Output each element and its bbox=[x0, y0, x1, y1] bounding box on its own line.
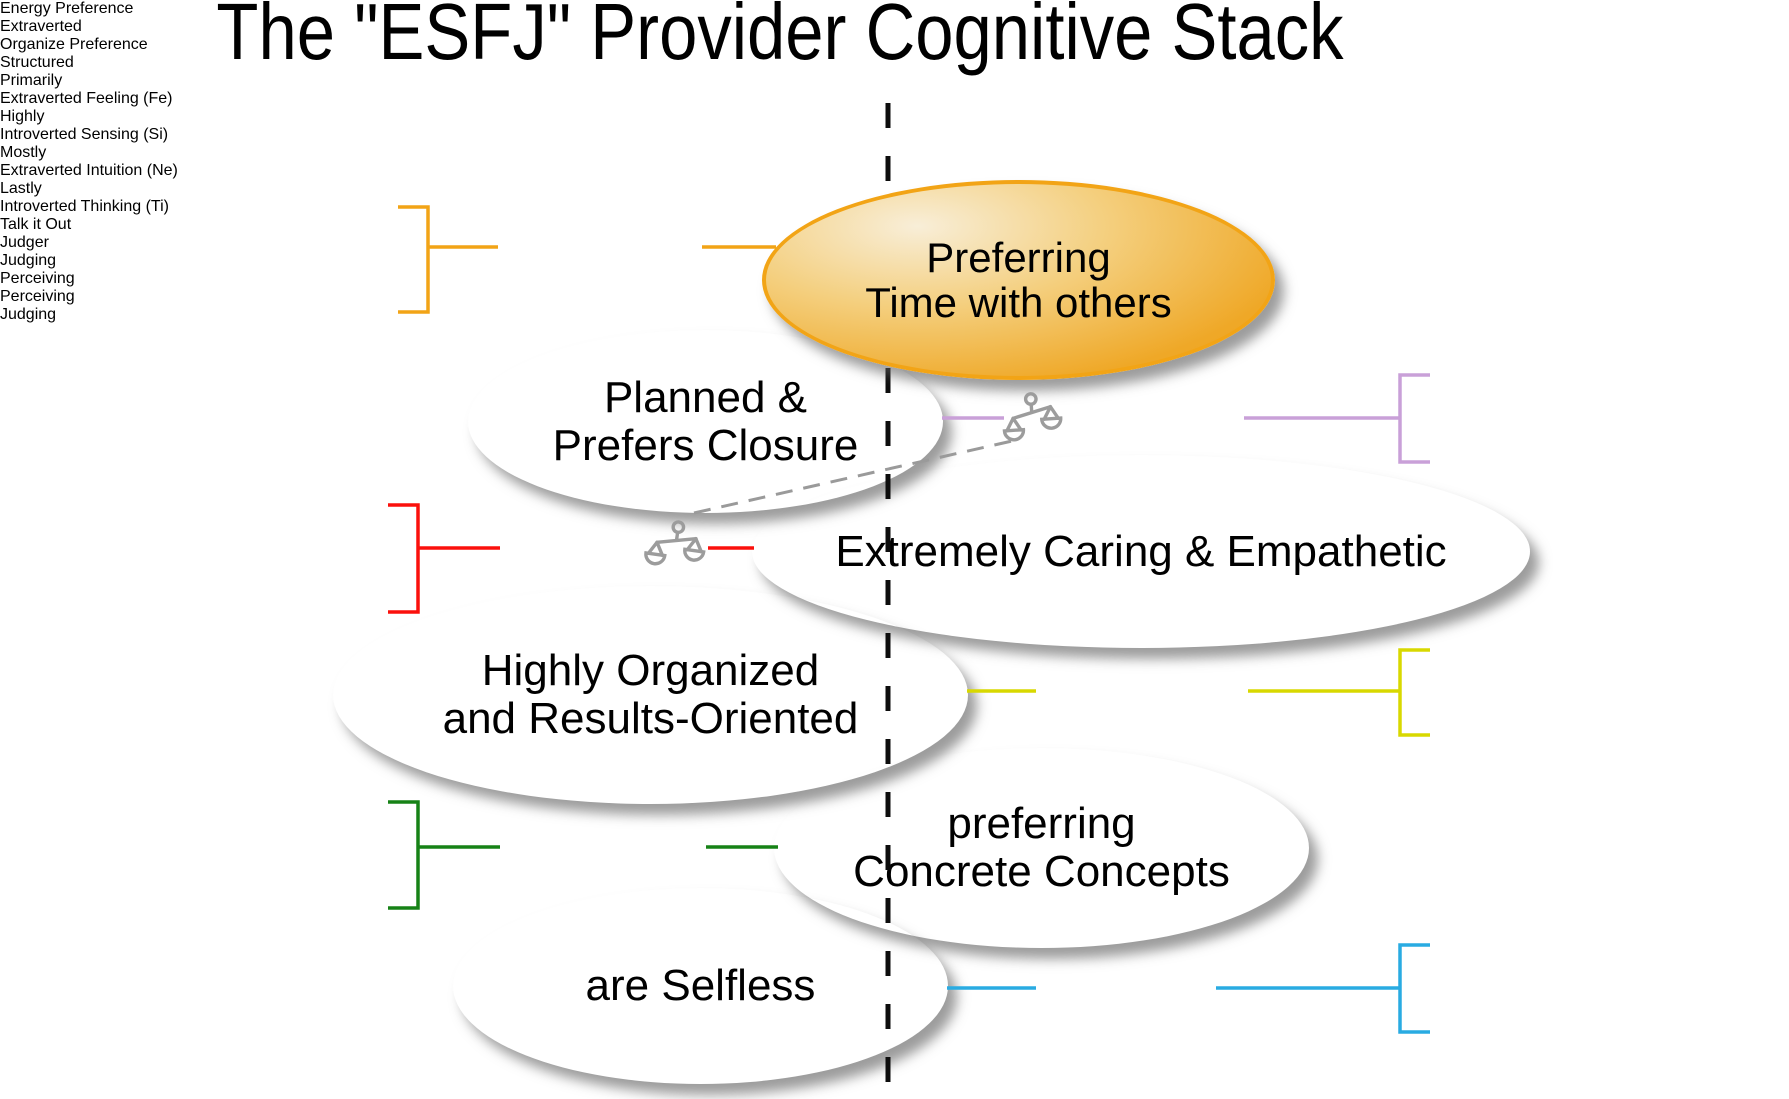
label-subtitle: Extraverted Feeling (Fe) bbox=[0, 90, 173, 107]
label-lastly-ti: Lastly Introverted Thinking (Ti) bbox=[0, 180, 375, 216]
label-title: Lastly bbox=[0, 180, 42, 197]
bubble-text: are Selfless bbox=[585, 961, 816, 1011]
label-primarily-fe: Primarily Extraverted Feeling (Fe) bbox=[0, 72, 405, 108]
bubble-dominant-fe: Extremely Caring & Empathetic bbox=[752, 455, 1530, 648]
label-title: Highly bbox=[0, 108, 45, 125]
bubble-inferior-ti: are Selfless bbox=[453, 888, 948, 1084]
connector-label-judging-ti: Judging bbox=[0, 306, 57, 323]
bracket-primarily-fe bbox=[388, 503, 420, 614]
bubble-text: preferring bbox=[947, 799, 1136, 849]
bubble-text: Highly Organized bbox=[481, 646, 820, 696]
label-energy-preference: Energy Preference Extraverted bbox=[0, 0, 412, 36]
page-title: The "ESFJ" Provider Cognitive Stack bbox=[216, 0, 1344, 76]
connector-label-judger: Judger bbox=[0, 234, 49, 251]
label-subtitle: Introverted Sensing (Si) bbox=[0, 126, 169, 143]
label-subtitle: Extraverted Intuition (Ne) bbox=[0, 162, 178, 179]
bubble-text: and Results-Oriented bbox=[442, 694, 859, 743]
connector-label-perceiving-ne: Perceiving bbox=[0, 288, 75, 305]
label-title: Primarily bbox=[0, 72, 63, 89]
label-subtitle: Extraverted bbox=[0, 18, 82, 35]
scales-icon bbox=[642, 516, 710, 572]
judger-judging-dashed-connector bbox=[693, 439, 1013, 515]
label-mostly-ne: Mostly Extraverted Intuition (Ne) bbox=[0, 144, 405, 180]
bracket-energy-preference bbox=[398, 205, 430, 314]
label-organize-preference: Organize Preference Structured bbox=[0, 36, 375, 72]
label-title: Energy Preference bbox=[0, 0, 134, 17]
bubble-text: Prefers Closure bbox=[552, 420, 859, 470]
label-subtitle: Structured bbox=[0, 54, 74, 71]
bubble-text: Preferring bbox=[926, 233, 1111, 281]
bubble-text: Planned & bbox=[603, 372, 808, 422]
connector-label-talk-it-out: Talk it Out bbox=[0, 216, 72, 233]
label-subtitle: Introverted Thinking (Ti) bbox=[0, 198, 169, 215]
bubble-text: Concrete Concepts bbox=[853, 847, 1230, 896]
bracket-highly-si bbox=[1398, 648, 1430, 737]
label-title: Mostly bbox=[0, 144, 47, 161]
scales-icon bbox=[1000, 390, 1064, 443]
label-title: Organize Preference bbox=[0, 36, 148, 53]
connector-label-perceiving-si: Perceiving bbox=[0, 270, 75, 287]
bracket-lastly-ti bbox=[1398, 943, 1430, 1034]
bubble-text: Extremely Caring & Empathetic bbox=[835, 526, 1447, 576]
bracket-organize-preference bbox=[1398, 373, 1430, 464]
bubble-text: Time with others bbox=[865, 279, 1172, 326]
connector-label-judging: Judging bbox=[0, 252, 57, 269]
bracket-mostly-ne bbox=[388, 800, 420, 910]
label-highly-si: Highly Introverted Sensing (Si) bbox=[0, 108, 375, 144]
bubble-organize-preference: Planned &Prefers Closure bbox=[468, 330, 943, 513]
